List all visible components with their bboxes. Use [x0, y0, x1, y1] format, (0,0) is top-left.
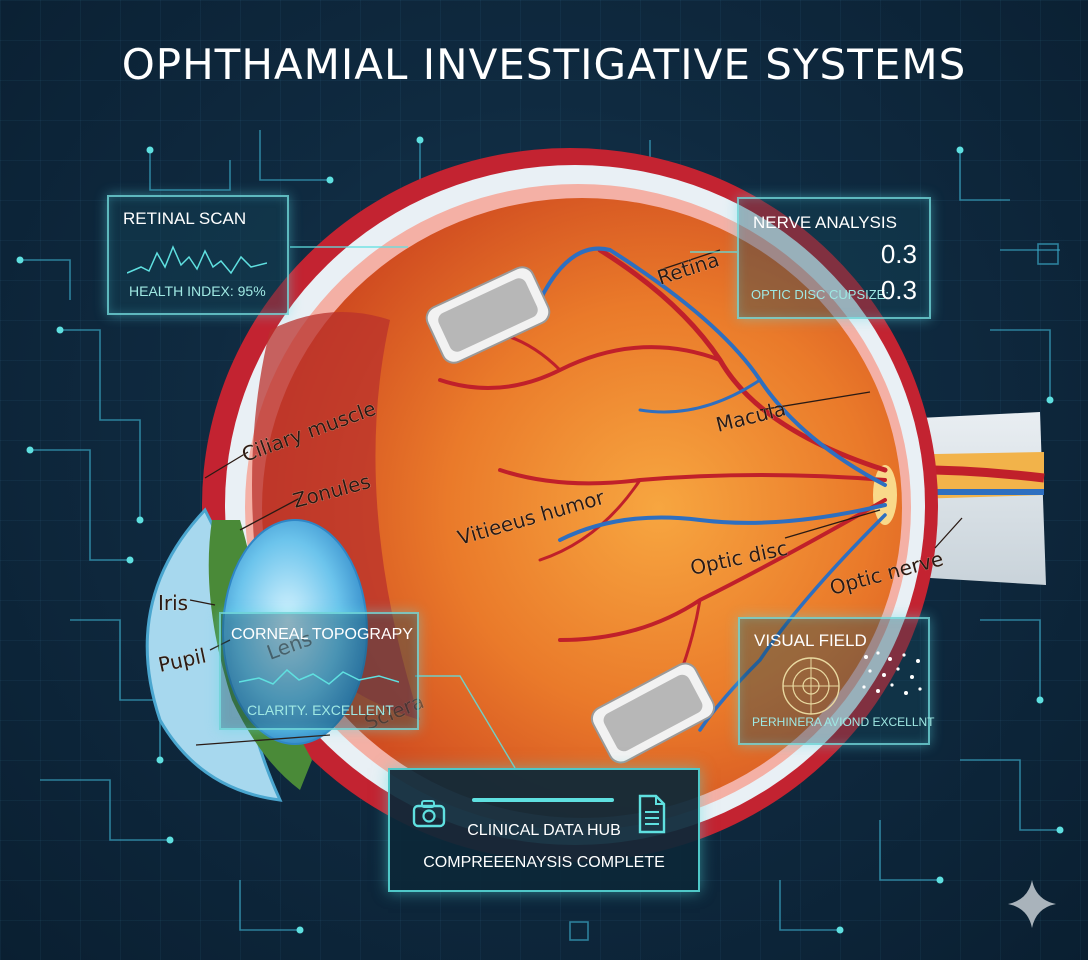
hub-progress-bar [472, 798, 614, 802]
retinal-scan-waveform [127, 237, 267, 281]
corneal-topography-clarity: CLARITY. EXCELLENT [247, 702, 394, 718]
hub-title: CLINICAL DATA HUB [390, 822, 698, 840]
page-title: OPHTHAMIAL INVESTIGATIVE SYSTEMS [0, 40, 1088, 89]
retinal-scan-health-index: HEALTH INDEX: 95% [129, 283, 266, 299]
nerve-analysis-panel: NERVE ANALYSIS 0.3 OPTIC DISC CUPSIZE: 0… [737, 197, 931, 319]
circuit-square [1038, 244, 1058, 264]
visual-field-dots [860, 647, 926, 707]
corneal-topography-title: CORNEAL TOPOGRAPY [231, 626, 413, 644]
corneal-topography-panel: CORNEAL TOPOGRAPY CLARITY. EXCELLENT [219, 612, 419, 730]
nerve-analysis-title: NERVE ANALYSIS [753, 213, 897, 233]
nerve-analysis-cup-size-label: OPTIC DISC CUPSIZE: [751, 287, 889, 302]
visual-field-status: PERHINERA AVIOND EXCELLNT [752, 715, 935, 729]
sparkle-icon [1008, 880, 1056, 928]
visual-field-title: VISUAL FIELD [754, 631, 867, 651]
corneal-topography-waveform [239, 658, 399, 694]
circuit-square [570, 922, 588, 940]
hub-status: COMPREEENAYSIS COMPLETE [390, 854, 698, 872]
visual-field-panel: VISUAL FIELD PERHINERA AVIOND EXCELLNT [738, 617, 930, 745]
label-iris: Iris [158, 591, 188, 615]
visual-field-map [780, 655, 842, 717]
retinal-scan-title: RETINAL SCAN [123, 209, 246, 229]
retinal-scan-panel: RETINAL SCAN HEALTH INDEX: 95% [107, 195, 289, 315]
nerve-analysis-value-bottom: 0.3 [881, 275, 917, 306]
nerve-analysis-value-top: 0.3 [881, 239, 917, 270]
clinical-data-hub: CLINICAL DATA HUB COMPREEENAYSIS COMPLET… [388, 768, 700, 892]
